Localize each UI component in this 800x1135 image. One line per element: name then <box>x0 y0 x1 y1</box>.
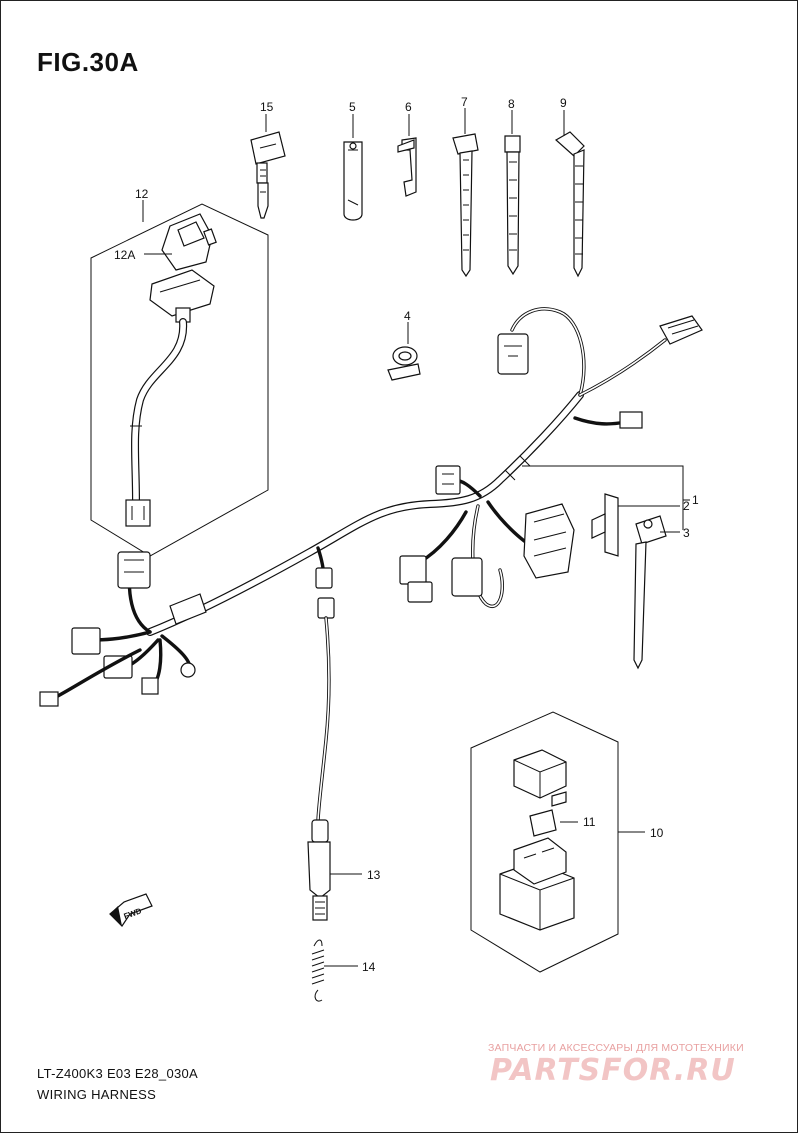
part-7-cable-tie[interactable] <box>452 133 479 278</box>
callout-9: 9 <box>560 96 567 110</box>
callout-10: 10 <box>650 826 664 840</box>
watermark-logo: PARTSFOR.RU <box>490 1053 736 1088</box>
model-code: LT-Z400K3 E03 E28_030A <box>37 1066 199 1081</box>
part-9-cable-tie[interactable] <box>554 131 585 278</box>
part-1-main-harness[interactable] <box>39 307 703 707</box>
part-8-cable-tie[interactable] <box>504 135 521 276</box>
callout-13: 13 <box>367 868 381 882</box>
part-12-ignition-switch-group[interactable] <box>90 203 269 557</box>
callout-12: 12 <box>135 187 149 201</box>
part-2-clamp[interactable] <box>591 493 619 557</box>
part-3-cable-tie[interactable] <box>633 515 667 670</box>
callout-15: 15 <box>260 100 274 114</box>
callout-3: 3 <box>683 526 690 540</box>
part-4-clamp[interactable] <box>387 346 421 381</box>
leader-lines <box>142 108 690 967</box>
callout-8: 8 <box>508 97 515 111</box>
callout-14: 14 <box>362 960 376 974</box>
part-15-key[interactable] <box>250 131 286 219</box>
fwd-arrow-icon: FWD <box>109 893 153 927</box>
callout-7: 7 <box>461 95 468 109</box>
part-14-spring[interactable] <box>311 939 325 1002</box>
part-6-clamp[interactable] <box>397 137 417 197</box>
part-13-sensor[interactable] <box>307 616 331 921</box>
callout-12a: 12A <box>114 248 135 262</box>
part-5-clamp[interactable] <box>343 141 363 221</box>
watermark-tagline: ЗАПЧАСТИ И АКСЕССУАРЫ ДЛЯ МОТОТЕХНИКИ <box>488 1042 744 1054</box>
diagram-caption: WIRING HARNESS <box>37 1087 157 1102</box>
callout-5: 5 <box>349 100 356 114</box>
callout-4: 4 <box>404 309 411 323</box>
callout-1: 1 <box>692 493 699 507</box>
figure-title: FIG.30A <box>37 47 139 77</box>
callout-2: 2 <box>683 499 690 513</box>
callout-11: 11 <box>583 815 596 829</box>
part-10-relay-group[interactable] <box>470 711 619 973</box>
callout-6: 6 <box>405 100 412 114</box>
